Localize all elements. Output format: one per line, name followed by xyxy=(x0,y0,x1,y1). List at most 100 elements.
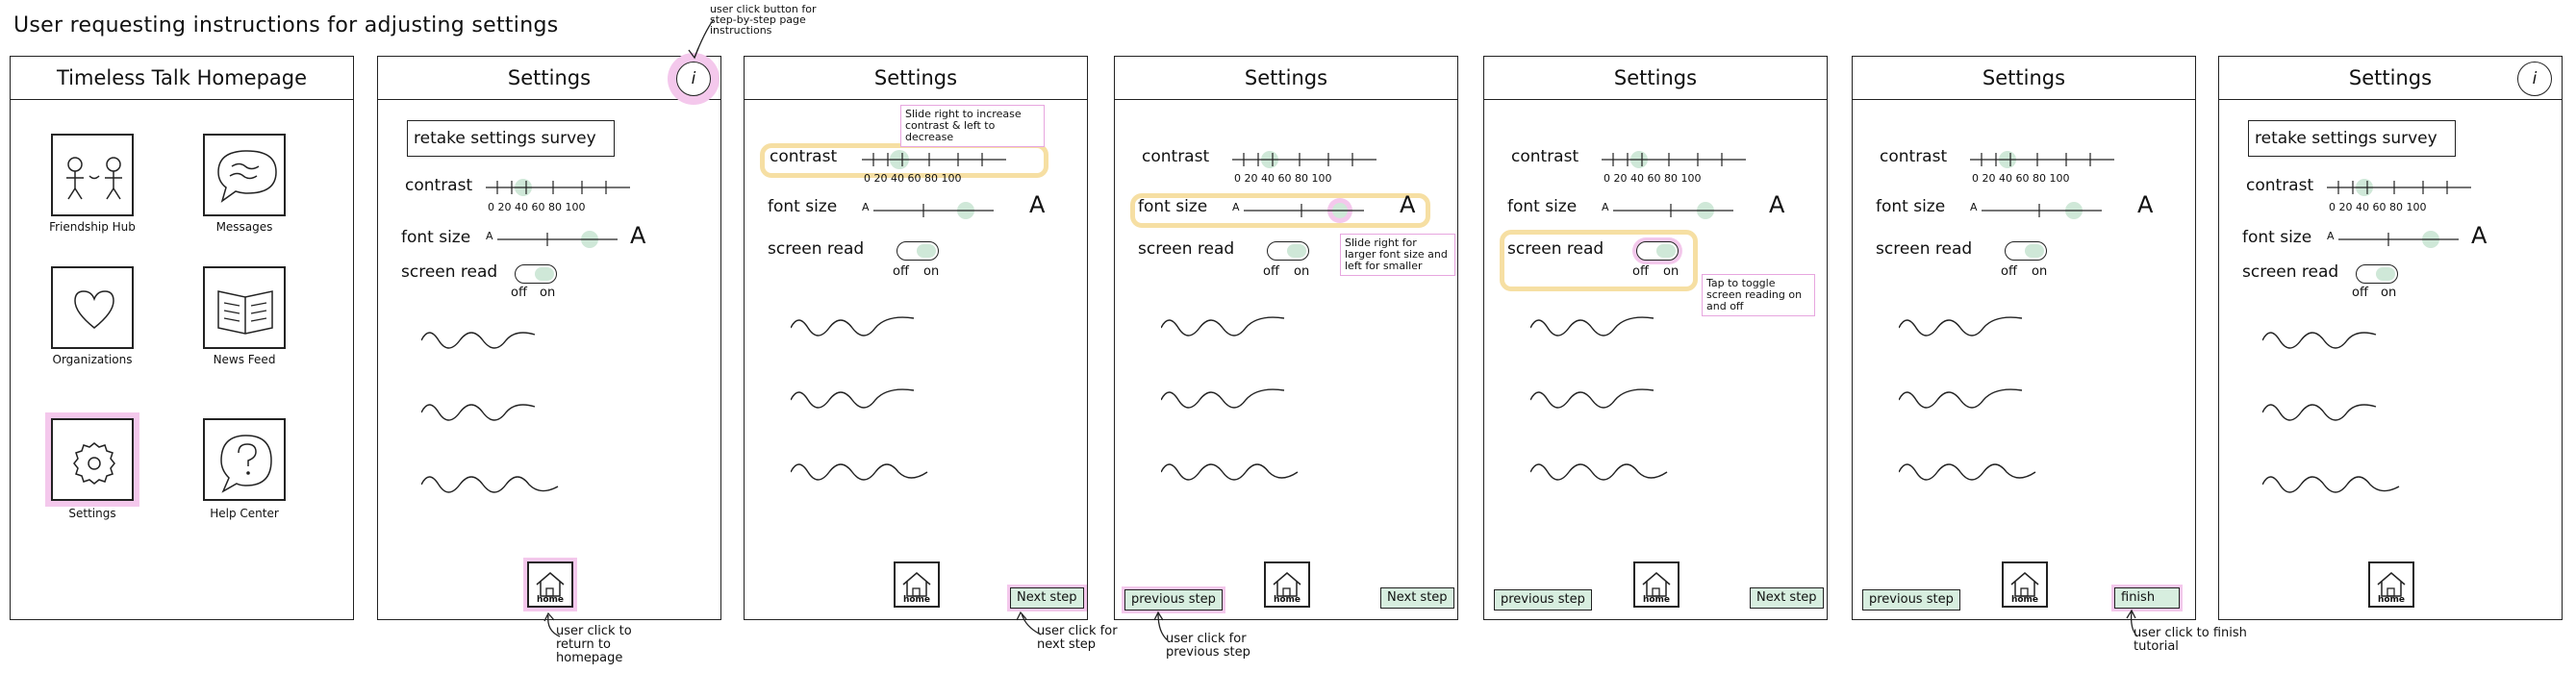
settings-screen-6: Settings i retake settings survey contra… xyxy=(2218,56,2563,620)
font-large-a: A xyxy=(1029,191,1046,218)
settings-label: Settings xyxy=(68,507,116,520)
screen-reader-label: screen read xyxy=(1138,239,1235,259)
settings-title: Settings xyxy=(873,66,958,89)
contrast-ticks: 0 20 40 60 80 100 xyxy=(2329,201,2427,213)
screen-reader-toggle[interactable] xyxy=(897,241,939,261)
chat-icon xyxy=(217,150,277,203)
house-icon xyxy=(2377,572,2406,597)
organizations-tile[interactable] xyxy=(51,266,134,349)
help-center-tile[interactable] xyxy=(203,418,286,501)
contrast-ticks: 0 20 40 60 80 100 xyxy=(1972,172,2070,185)
previous-step-button[interactable]: previous step xyxy=(1862,589,1960,611)
contrast-slider[interactable] xyxy=(862,148,1016,171)
font-small-a: A xyxy=(1232,201,1240,213)
next-step-annotation: user click for next step xyxy=(1037,624,1118,652)
contrast-label: contrast xyxy=(770,147,838,166)
contrast-tip: Slide right to increase contrast & left … xyxy=(900,105,1045,147)
page-title: User requesting instructions for adjusti… xyxy=(13,13,559,37)
on-label: on xyxy=(2032,264,2048,279)
contrast-slider[interactable] xyxy=(1232,148,1386,171)
info-button[interactable]: i xyxy=(676,62,711,96)
font-size-slider[interactable] xyxy=(873,199,998,222)
font-size-label: font size xyxy=(1507,197,1578,216)
info-button[interactable]: i xyxy=(2517,62,2552,96)
font-size-slider[interactable] xyxy=(497,228,622,251)
placeholder-squiggles xyxy=(2262,332,2400,493)
screen-reader-toggle[interactable] xyxy=(2005,241,2047,261)
finish-button[interactable]: finish xyxy=(2114,587,2180,609)
font-size-label: font size xyxy=(401,228,471,247)
screen-reader-label: screen read xyxy=(1876,239,1973,259)
contrast-ticks: 0 20 40 60 80 100 xyxy=(488,201,586,213)
contrast-label: contrast xyxy=(2246,176,2314,195)
on-label: on xyxy=(2381,286,2397,300)
settings-screen-1: Settings i retake settings survey contra… xyxy=(377,56,721,620)
screen-reader-toggle[interactable] xyxy=(515,264,557,284)
on-label: on xyxy=(1294,264,1310,279)
font-size-label: font size xyxy=(1138,197,1208,216)
home-button[interactable]: home xyxy=(1264,561,1310,608)
contrast-slider[interactable] xyxy=(1970,148,2124,171)
previous-step-button[interactable]: previous step xyxy=(1124,589,1223,611)
friends-icon xyxy=(66,157,122,200)
next-step-button[interactable]: Next step xyxy=(1010,587,1084,609)
font-size-label: font size xyxy=(1876,197,1946,216)
previous-step-button[interactable]: previous step xyxy=(1494,589,1592,611)
help-center-label: Help Center xyxy=(210,507,279,520)
title-divider xyxy=(1484,99,1827,100)
title-divider xyxy=(1853,99,2195,100)
home-label: home xyxy=(536,595,565,605)
heart-icon xyxy=(74,290,114,329)
settings-tile[interactable] xyxy=(51,418,134,501)
contrast-ticks: 0 20 40 60 80 100 xyxy=(1234,172,1332,185)
homepage-title: Timeless Talk Homepage xyxy=(56,66,308,89)
screen-reader-label: screen read xyxy=(2242,262,2339,282)
house-icon xyxy=(536,572,565,597)
screen-reader-tip: Tap to toggle screen reading on and off xyxy=(1702,274,1815,316)
retake-survey-button[interactable]: retake settings survey xyxy=(407,120,615,157)
settings-title: Settings xyxy=(507,66,592,89)
next-step-button[interactable]: Next step xyxy=(1750,587,1824,609)
home-button[interactable]: home xyxy=(894,561,940,608)
font-size-slider[interactable] xyxy=(1244,196,1388,225)
friendship-hub-label: Friendship Hub xyxy=(49,220,136,234)
homepage-screen: Timeless Talk Homepage Friendship Hub Me… xyxy=(10,56,354,620)
home-button[interactable]: home xyxy=(527,561,573,608)
font-size-slider[interactable] xyxy=(1982,199,2107,222)
news-feed-label: News Feed xyxy=(213,353,276,366)
screen-reader-label: screen read xyxy=(1507,239,1604,259)
off-label: off xyxy=(893,264,909,279)
screen-reader-toggle[interactable] xyxy=(2356,264,2398,284)
screen-reader-toggle[interactable] xyxy=(1636,241,1679,261)
settings-screen-3: Settings contrast 0 20 40 60 80 100 font… xyxy=(1114,56,1458,620)
messages-tile[interactable] xyxy=(203,134,286,216)
organizations-label: Organizations xyxy=(52,353,133,366)
font-small-a: A xyxy=(1602,201,1609,213)
contrast-slider[interactable] xyxy=(1602,148,1755,171)
font-size-slider[interactable] xyxy=(1613,199,1738,222)
contrast-slider[interactable] xyxy=(2327,176,2481,199)
font-large-a: A xyxy=(2137,191,2154,218)
next-step-button[interactable]: Next step xyxy=(1380,587,1454,609)
finish-annotation: user click to finish tutorial xyxy=(2134,626,2247,654)
screen-reader-label: screen read xyxy=(768,239,865,259)
font-size-tip: Slide right for larger font size and lef… xyxy=(1340,234,1455,276)
help-bubble-icon xyxy=(220,435,272,493)
retake-survey-button[interactable]: retake settings survey xyxy=(2248,120,2456,157)
contrast-label: contrast xyxy=(1142,147,1210,166)
off-label: off xyxy=(2001,264,2017,279)
return-home-annotation: user click to return to homepage xyxy=(556,624,632,665)
title-divider xyxy=(378,99,720,100)
news-feed-tile[interactable] xyxy=(203,266,286,349)
home-button[interactable]: home xyxy=(1633,561,1679,608)
font-size-slider[interactable] xyxy=(2338,228,2463,251)
on-label: on xyxy=(540,286,556,300)
font-small-a: A xyxy=(1970,201,1978,213)
screen-reader-toggle[interactable] xyxy=(1267,241,1309,261)
friendship-hub-tile[interactable] xyxy=(51,134,134,216)
contrast-slider[interactable] xyxy=(486,176,640,199)
off-label: off xyxy=(511,286,527,300)
home-button[interactable]: home xyxy=(2002,561,2048,608)
home-button[interactable]: home xyxy=(2368,561,2414,608)
house-icon xyxy=(2010,572,2039,597)
